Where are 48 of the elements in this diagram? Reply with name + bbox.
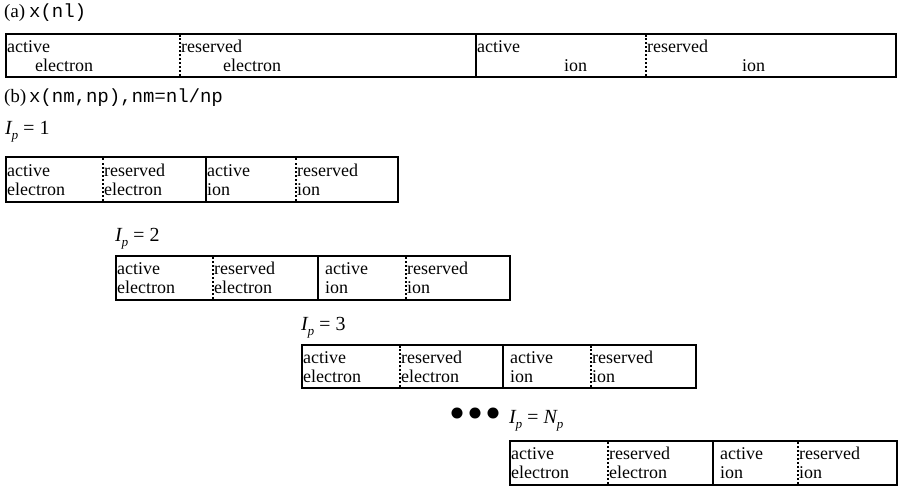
segment-label: reserved: [401, 348, 462, 366]
segment-label: active: [117, 259, 160, 278]
segment-label: electron: [303, 366, 361, 386]
segment-label: active: [509, 348, 553, 366]
segment-label: ion: [324, 278, 348, 297]
segment-label: active: [324, 259, 368, 278]
segment-label: ion: [563, 56, 588, 74]
segment-label: ion: [407, 278, 430, 297]
segment-label: reserved: [104, 160, 165, 180]
segment-label: electron: [511, 463, 569, 482]
segment-label: electron: [104, 180, 162, 198]
array-heading: I$_{p}$ = 2: [115, 223, 160, 251]
segment-label: reserved: [214, 259, 275, 278]
segment-label: electron: [7, 180, 65, 198]
segment-label: active: [7, 36, 50, 56]
array-expression: x(nl): [29, 1, 86, 23]
panel-label: (b): [4, 86, 26, 108]
segment-label: ion: [297, 180, 320, 198]
segment-label: ion: [799, 463, 822, 482]
segment-label: reserved: [799, 444, 860, 463]
segment-label: ion: [741, 56, 766, 74]
segment-label: active: [719, 444, 763, 463]
segment-label: ion: [592, 366, 616, 386]
segment-label: electron: [214, 278, 272, 297]
segment-label: active: [511, 444, 554, 463]
segment-label: electron: [117, 278, 175, 297]
segment-label: active: [303, 348, 346, 366]
segment-label: ion: [509, 366, 534, 386]
segment-label: electron: [609, 463, 667, 482]
array-heading: I$_{p}$ = N$_{p}$: [509, 405, 564, 433]
segment-label: ion: [207, 180, 230, 198]
segment-label: electron: [34, 56, 93, 74]
segment-label: electron: [401, 366, 459, 386]
segment-label: active: [207, 160, 250, 180]
segment-label: reserved: [181, 36, 242, 56]
segment-label: reserved: [647, 36, 708, 56]
segment-label: electron: [222, 56, 281, 74]
segment-label: reserved: [609, 444, 670, 463]
panel-label: (a): [4, 1, 26, 23]
segment-label: active: [477, 36, 520, 56]
segment-label: ion: [719, 463, 744, 482]
segment-label: reserved: [407, 259, 468, 278]
array-expression: x(nm,np),nm=nl/np: [29, 86, 223, 108]
array-heading: I$_{p}$ = 3: [301, 312, 346, 340]
segment-label: reserved: [592, 348, 653, 366]
segment-label: active: [7, 160, 50, 180]
segment-label: reserved: [297, 160, 358, 180]
array-heading: I$_{p}$ = 1: [5, 116, 50, 144]
